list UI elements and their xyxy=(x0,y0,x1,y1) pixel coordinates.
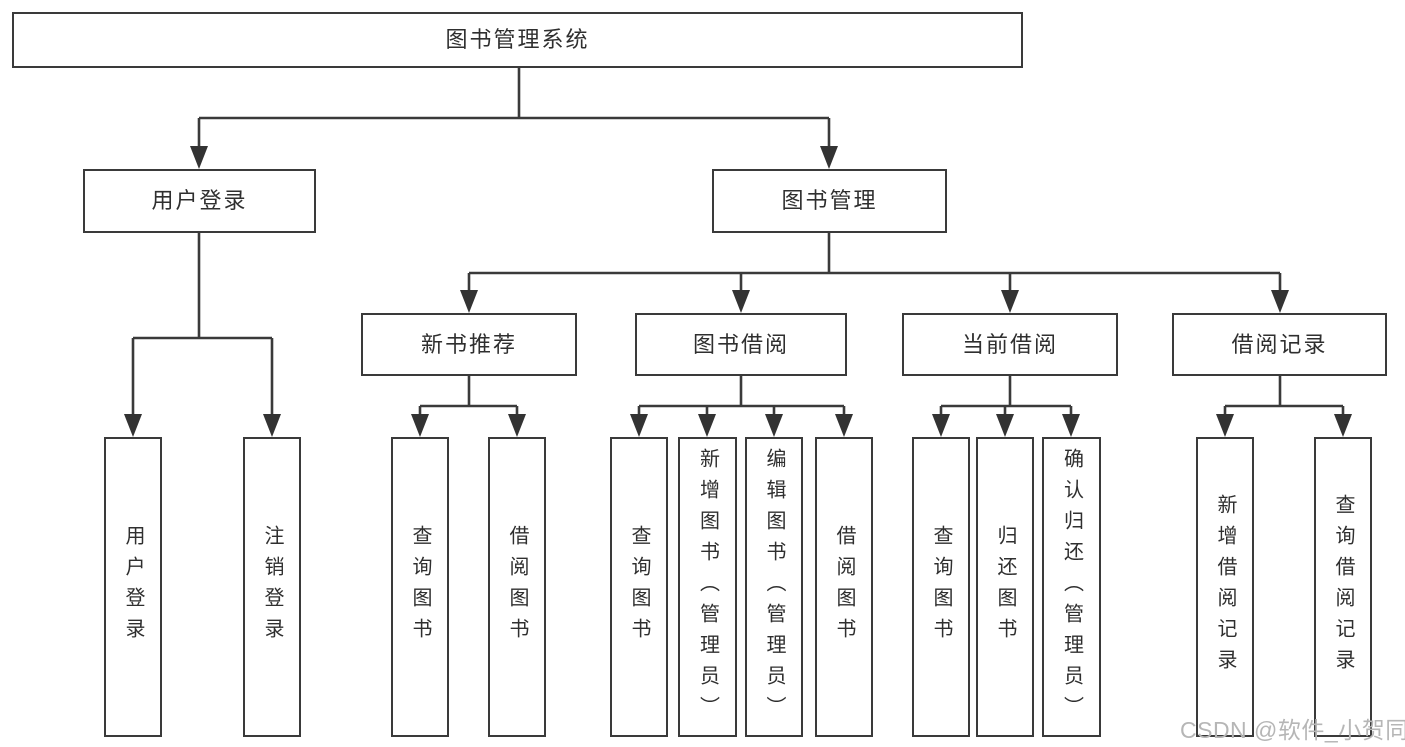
arrowhead-down-icon xyxy=(732,290,750,313)
arrowhead-down-icon xyxy=(932,414,950,437)
leaf-add-books-admin: 新增图书（管理员） xyxy=(678,437,737,737)
node-label: 新书推荐 xyxy=(420,331,517,357)
node-label: 图书借阅 xyxy=(692,331,789,357)
arrowhead-down-icon xyxy=(508,414,526,437)
node-current-borrowing: 当前借阅 xyxy=(902,313,1118,376)
arrowhead-down-icon xyxy=(1001,290,1019,313)
arrowhead-down-icon xyxy=(1216,414,1234,437)
leaf-return-books: 归还图书 xyxy=(976,437,1034,737)
node-new-book-recommendation: 新书推荐 xyxy=(361,313,577,376)
arrowhead-down-icon xyxy=(996,414,1014,437)
node-label: 新增图书（管理员） xyxy=(696,447,719,727)
node-label: 归还图书 xyxy=(994,525,1016,649)
leaf-add-borrow-record: 新增借阅记录 xyxy=(1196,437,1254,737)
connector-root-to-level2 xyxy=(190,68,838,169)
arrowhead-down-icon xyxy=(190,146,208,169)
node-label: 查询图书 xyxy=(628,525,650,649)
node-book-management: 图书管理 xyxy=(712,169,947,233)
node-label: 借阅记录 xyxy=(1231,331,1328,357)
connector-book-management-to-level3 xyxy=(460,233,1289,313)
node-label: 查询图书 xyxy=(409,525,431,649)
node-label: 新增借阅记录 xyxy=(1214,494,1236,680)
connector-borrowing-records-children xyxy=(1216,376,1352,437)
arrowhead-down-icon xyxy=(765,414,783,437)
leaf-query-books-1: 查询图书 xyxy=(391,437,449,737)
arrowhead-down-icon xyxy=(124,414,142,437)
arrowhead-down-icon xyxy=(835,414,853,437)
arrowhead-down-icon xyxy=(820,146,838,169)
node-label: 查询借阅记录 xyxy=(1332,494,1354,680)
node-label: 图书管理 xyxy=(781,188,878,213)
leaf-query-books-3: 查询图书 xyxy=(912,437,970,737)
leaf-borrow-books-2: 借阅图书 xyxy=(815,437,873,737)
node-label: 编辑图书（管理员） xyxy=(763,447,785,727)
node-book-borrowing: 图书借阅 xyxy=(635,313,847,376)
arrowhead-down-icon xyxy=(1062,414,1080,437)
leaf-query-borrow-record: 查询借阅记录 xyxy=(1314,437,1372,737)
node-label: 用户登录 xyxy=(122,525,144,649)
node-label: 借阅图书 xyxy=(833,525,855,649)
leaf-query-books-2: 查询图书 xyxy=(610,437,668,737)
arrowhead-down-icon xyxy=(460,290,478,313)
watermark: CSDN @软件_小贺同学 xyxy=(1180,717,1405,743)
arrowhead-down-icon xyxy=(698,414,716,437)
node-label: 注销登录 xyxy=(261,525,283,649)
node-label: 借阅图书 xyxy=(506,525,528,649)
arrowhead-down-icon xyxy=(263,414,281,437)
connector-current-borrowing-children xyxy=(932,376,1080,437)
leaf-logout: 注销登录 xyxy=(243,437,301,737)
arrowhead-down-icon xyxy=(630,414,648,437)
node-borrowing-records: 借阅记录 xyxy=(1172,313,1387,376)
leaf-edit-books-admin: 编辑图书（管理员） xyxy=(745,437,803,737)
arrowhead-down-icon xyxy=(411,414,429,437)
node-library-management-system: 图书管理系统 xyxy=(12,12,1023,68)
node-label: 图书管理系统 xyxy=(445,27,590,52)
arrowhead-down-icon xyxy=(1271,290,1289,313)
leaf-user-login: 用户登录 xyxy=(104,437,162,737)
connector-user-login-children xyxy=(124,233,281,437)
node-label: 确认归还（管理员） xyxy=(1060,447,1083,727)
connector-new-book-children xyxy=(411,376,526,437)
node-user-login: 用户登录 xyxy=(83,169,316,233)
node-label: 用户登录 xyxy=(151,188,248,213)
node-label: 当前借阅 xyxy=(961,331,1058,357)
leaf-borrow-books-1: 借阅图书 xyxy=(488,437,546,737)
connector-book-borrowing-children xyxy=(630,376,853,437)
node-label: 查询图书 xyxy=(930,525,952,649)
arrowhead-down-icon xyxy=(1334,414,1352,437)
leaf-confirm-return-admin: 确认归还（管理员） xyxy=(1042,437,1101,737)
